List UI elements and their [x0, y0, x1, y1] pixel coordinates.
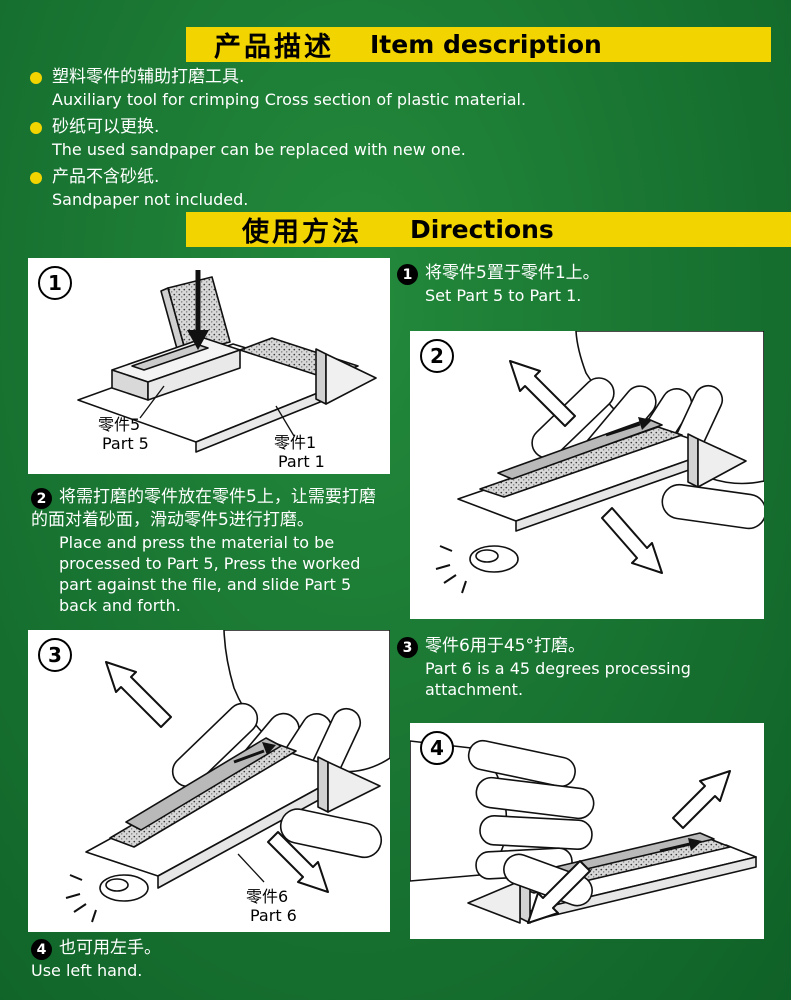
- description-bullet-list: 塑料零件的辅助打磨工具. Auxiliary tool for crimping…: [28, 66, 768, 216]
- bullet-text-en: Auxiliary tool for crimping Cross sectio…: [52, 90, 527, 109]
- panel-number-badge: 4: [420, 731, 454, 765]
- section-title-zh: 使用方法: [242, 217, 362, 248]
- motion-arrow-up-right-icon: [672, 770, 731, 829]
- step-number-badge: 1: [397, 264, 418, 285]
- bullet-dot-icon: [30, 172, 42, 184]
- panel4-illustration: [410, 739, 757, 924]
- bullet-text-zh: 产品不含砂纸.: [52, 167, 160, 187]
- bullet-item: 塑料零件的辅助打磨工具. Auxiliary tool for crimping…: [28, 66, 768, 111]
- panel1-illustration: 零件5 Part 5 零件1 Part 1: [77, 270, 377, 471]
- bullet-text-en: The used sandpaper can be replaced with …: [52, 140, 466, 159]
- part5-label-en: Part 5: [102, 434, 149, 453]
- thumb-icon: [661, 483, 764, 530]
- part6-label-zh: 零件6: [246, 887, 288, 906]
- slide-arrow-icon: [659, 838, 702, 853]
- left-hand-icon: [410, 739, 595, 882]
- thumb-icon: [279, 808, 383, 859]
- slide-arrow-icon: [233, 742, 276, 764]
- part1-label-en: Part 1: [278, 452, 325, 471]
- bullet-dot-icon: [30, 122, 42, 134]
- part5-label-zh: 零件5: [98, 415, 140, 434]
- step-text-en: Use left hand.: [31, 961, 143, 980]
- step-1-instructions: 1 将零件5置于零件1上。 Set Part 5 to Part 1.: [397, 262, 742, 306]
- panel2-illustration: [435, 331, 764, 594]
- panel-number-badge: 3: [38, 638, 72, 672]
- figure-panel-3: 3: [28, 630, 390, 932]
- panel-number-badge: 1: [38, 266, 72, 300]
- sanding-tool: [457, 418, 747, 532]
- step-4-instructions: 4 也可用左手。 Use left hand.: [31, 937, 331, 981]
- bullet-text-en: Sandpaper not included.: [52, 190, 249, 209]
- step-number-badge: 3: [397, 637, 418, 658]
- bullet-item: 砂纸可以更换. The used sandpaper can be replac…: [28, 116, 768, 161]
- figure-panel-2: 2: [410, 331, 764, 619]
- step-number-badge: 4: [31, 939, 52, 960]
- shine-lines-icon: [65, 874, 97, 923]
- panel-number-badge: 2: [420, 339, 454, 373]
- figure-panel-4: 4: [410, 723, 764, 939]
- part-label-leader-line: [237, 853, 265, 883]
- slide-arrow-icon: [605, 417, 652, 437]
- motion-arrow-down-left-icon: [527, 860, 591, 924]
- figure-panel-1: 1: [28, 258, 390, 474]
- part1-label-zh: 零件1: [274, 433, 316, 452]
- part6-label-en: Part 6: [250, 906, 297, 925]
- step-text-zh: 将零件5置于零件1上。: [425, 263, 600, 283]
- section-title-en: Directions: [410, 215, 554, 244]
- motion-arrow-down-right-icon: [267, 831, 329, 893]
- workpiece-tube-icon: [469, 545, 519, 573]
- triangle-end-cap: [315, 348, 377, 405]
- step-number-badge: 2: [31, 488, 52, 509]
- panel3-illustration: 零件6 Part 6: [65, 630, 390, 925]
- bullet-text-zh: 塑料零件的辅助打磨工具.: [52, 67, 245, 87]
- step-text-en: Set Part 5 to Part 1.: [425, 286, 582, 305]
- section-title-en: Item description: [370, 30, 602, 59]
- directions-banner: 使用方法 Directions: [186, 212, 791, 248]
- workpiece-tube-icon: [99, 874, 149, 902]
- motion-arrow-up-left-icon: [105, 661, 172, 728]
- bullet-item: 产品不含砂纸. Sandpaper not included.: [28, 166, 768, 211]
- section-title-zh: 产品描述: [214, 32, 334, 63]
- step-text-en: Part 6 is a 45 degrees processing attach…: [425, 659, 691, 699]
- step-3-instructions: 3 零件6用于45°打磨。 Part 6 is a 45 degrees pro…: [397, 635, 727, 700]
- shine-lines-icon: [435, 545, 467, 594]
- motion-arrow-down-right-icon: [601, 507, 663, 574]
- step-text-zh: 也可用左手。: [59, 938, 161, 958]
- item-description-banner: 产品描述 Item description: [186, 27, 771, 63]
- press-down-arrow-icon: [187, 270, 209, 350]
- step-text-zh: 将需打磨的零件放在零件5上，让需要打磨的面对着砂面，滑动零件5进行打磨。: [31, 487, 376, 530]
- step-2-instructions: 2 将需打磨的零件放在零件5上，让需要打磨的面对着砂面，滑动零件5进行打磨。 P…: [31, 486, 383, 616]
- thumb-icon: [503, 853, 593, 907]
- bullet-dot-icon: [30, 72, 42, 84]
- bullet-text-zh: 砂纸可以更换.: [52, 117, 160, 137]
- part-label-leader-lines: [139, 385, 295, 437]
- sanding-tool: [85, 737, 381, 889]
- step-text-en: Place and press the material to be proce…: [59, 533, 361, 615]
- motion-arrow-up-left-icon: [509, 360, 576, 427]
- slider-part5: [111, 337, 241, 401]
- step-text-zh: 零件6用于45°打磨。: [425, 636, 585, 656]
